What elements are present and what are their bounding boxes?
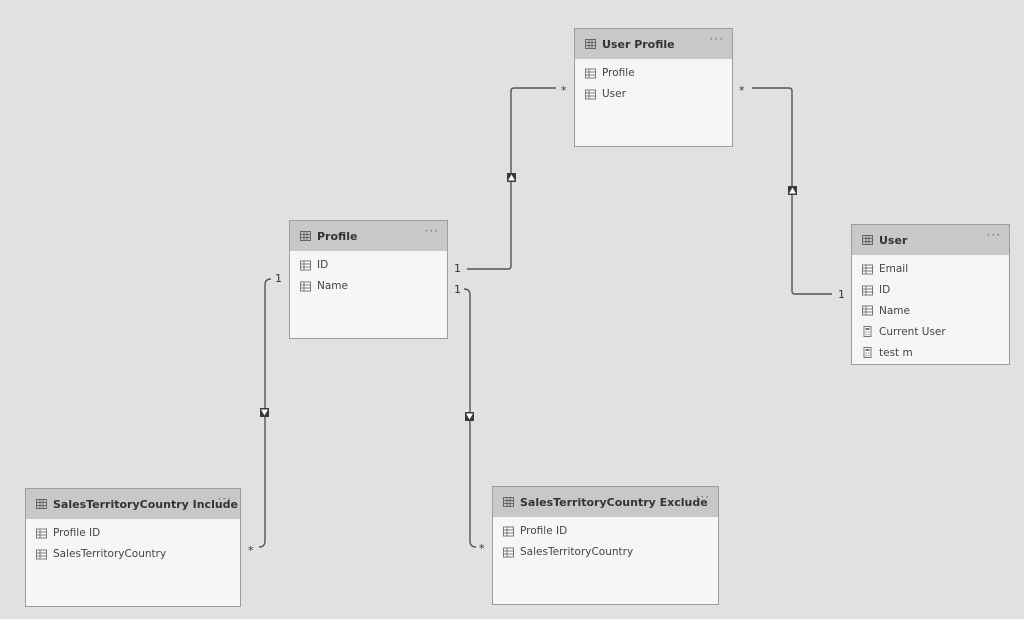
column-table-icon [585,68,596,79]
table-icon [300,231,311,241]
field-name: Current User [879,325,946,338]
field-name: Name [879,304,910,317]
field-row[interactable]: SalesTerritoryCountry [26,544,240,565]
column-table-icon [36,528,47,539]
cardinality-label: 1 [838,288,845,301]
table-card-user-profile[interactable]: User Profile ··· Profile User [574,28,733,147]
table-header[interactable]: SalesTerritoryCountry Exclude ··· [493,487,718,517]
filter-direction-up-arrow-icon[interactable] [788,186,797,195]
field-row[interactable]: Profile [575,63,732,84]
column-table-icon [862,264,873,275]
measure-calculator-icon [862,326,873,338]
table-title: User [879,233,908,247]
cardinality-label: * [561,84,567,97]
cardinality-label: * [479,542,485,555]
table-header[interactable]: SalesTerritoryCountry Include ··· [26,489,240,519]
table-card-salesterritorycountry-exclude[interactable]: SalesTerritoryCountry Exclude ··· Profil… [492,486,719,605]
table-icon [585,39,596,49]
table-icon [36,499,47,509]
field-name: test m [879,346,913,359]
table-header[interactable]: Profile ··· [290,221,447,251]
table-header[interactable]: User ··· [852,225,1009,255]
table-header[interactable]: User Profile ··· [575,29,732,59]
table-title: SalesTerritoryCountry Exclude [520,495,708,509]
field-name: Name [317,280,348,293]
field-row[interactable]: test m [852,342,1009,363]
field-name: Email [879,263,909,276]
more-options-icon[interactable]: ··· [709,32,724,46]
table-title: User Profile [602,37,675,51]
field-row[interactable]: Current User [852,321,1009,342]
more-options-icon[interactable]: ··· [695,490,710,504]
field-row[interactable]: Name [852,301,1009,322]
field-row[interactable]: Profile ID [26,523,240,544]
column-table-icon [300,281,311,292]
filter-direction-down-arrow-icon[interactable] [465,412,474,421]
field-name: SalesTerritoryCountry [520,546,634,559]
column-table-icon [503,547,514,558]
field-name: Profile ID [53,527,101,540]
column-table-icon [300,260,311,271]
table-title: SalesTerritoryCountry Include [53,497,239,511]
field-name: ID [879,284,891,297]
table-title: Profile [317,229,358,243]
column-table-icon [862,305,873,316]
table-icon [503,497,514,507]
cardinality-label: * [739,84,745,97]
field-name: Profile [602,67,635,80]
field-row[interactable]: Email [852,259,1009,280]
table-card-salesterritorycountry-include[interactable]: SalesTerritoryCountry Include ··· Profil… [25,488,241,607]
field-name: ID [317,259,329,272]
more-options-icon[interactable]: ··· [424,224,439,238]
field-row[interactable]: User [575,84,732,105]
field-row[interactable]: SalesTerritoryCountry [493,542,718,563]
more-options-icon[interactable]: ··· [986,228,1001,242]
table-card-profile[interactable]: Profile ··· ID Name [289,220,448,339]
field-row[interactable]: ID [852,280,1009,301]
column-table-icon [36,549,47,560]
measure-calculator-icon [862,347,873,359]
field-name: Profile ID [520,525,568,538]
column-table-icon [503,526,514,537]
table-card-user[interactable]: User ··· Email ID Name Current User [851,224,1010,365]
cardinality-label: 1 [454,283,461,296]
column-table-icon [585,89,596,100]
filter-direction-down-arrow-icon[interactable] [260,408,269,417]
field-row[interactable]: ID [290,255,447,276]
field-name: SalesTerritoryCountry [53,548,167,561]
cardinality-label: 1 [275,272,282,285]
cardinality-label: 1 [454,262,461,275]
cardinality-label: * [248,544,254,557]
filter-direction-up-arrow-icon[interactable] [507,173,516,182]
field-name: User [602,88,626,101]
field-row[interactable]: Name [290,276,447,297]
column-table-icon [862,285,873,296]
more-options-icon[interactable]: ··· [217,492,232,506]
table-icon [862,235,873,245]
field-row[interactable]: Profile ID [493,521,718,542]
